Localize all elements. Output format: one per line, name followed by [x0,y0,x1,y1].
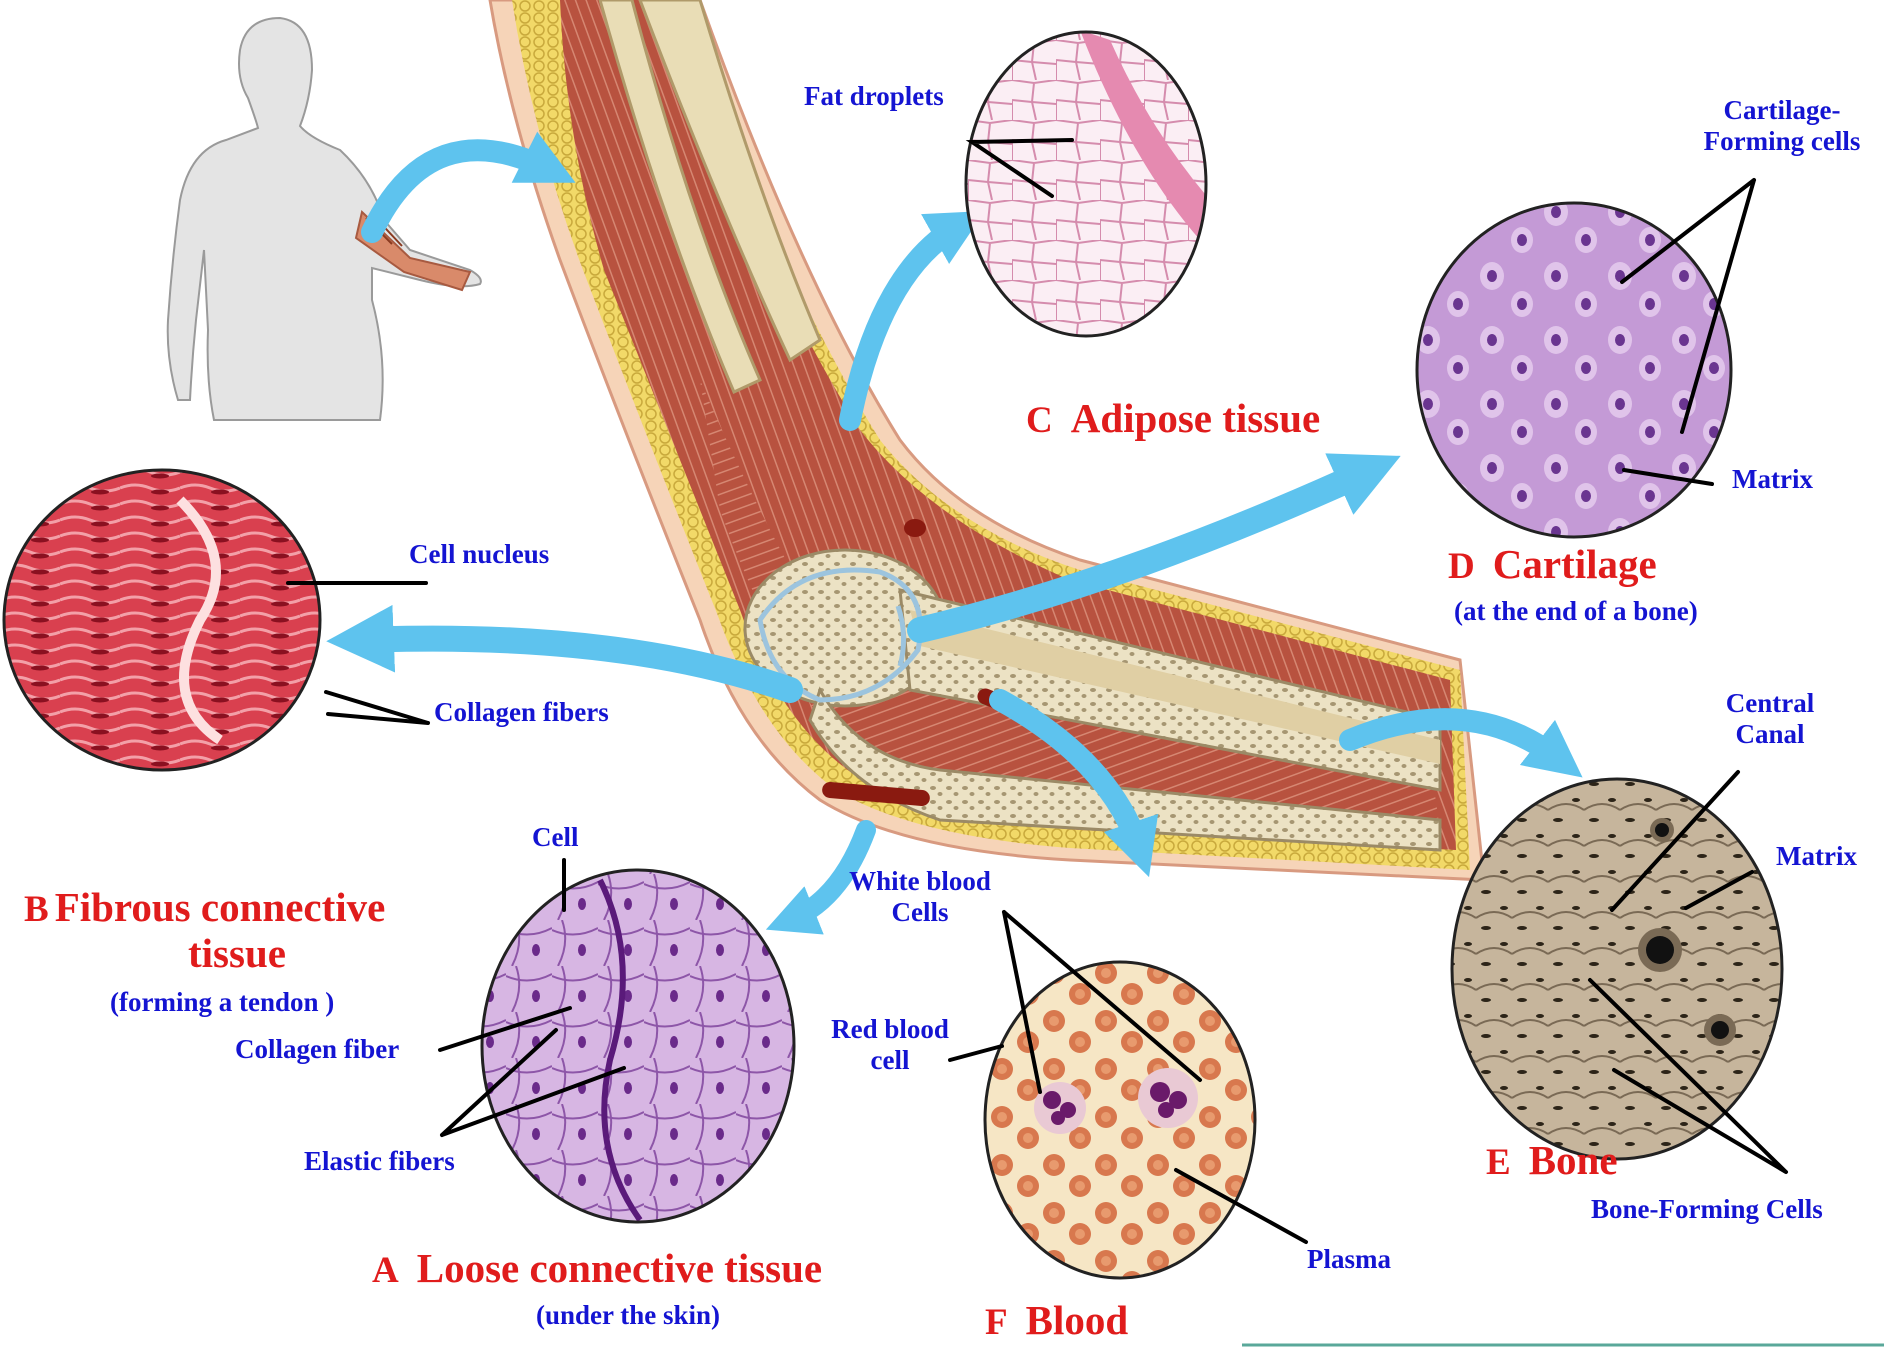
label-rbc-line2: cell [810,1045,970,1076]
title-loose-text: Loose connective tissue [417,1245,822,1291]
title-loose: A Loose connective tissue [372,1245,822,1294]
letter-d: D [1448,546,1475,587]
title-bone-text: Bone [1529,1137,1618,1183]
title-bone: E Bone [1486,1137,1618,1186]
micrograph-bone [1452,779,1782,1159]
title-fibrous-text: Fibrous connective [55,884,386,930]
title-cartilage: D Cartilage [1448,541,1657,590]
title-blood: F Blood [985,1297,1128,1346]
letter-c: C [1026,400,1053,441]
micrograph-fibrous [4,470,320,770]
title-fibrous-line2: tissue [188,930,286,976]
subtitle-fibrous: (forming a tendon ) [110,987,334,1017]
label-plasma: Plasma [1307,1244,1391,1275]
title-adipose-text: Adipose tissue [1071,395,1320,441]
subtitle-loose: (under the skin) [536,1300,720,1330]
label-cartilage-forming-line1: Cartilage- [1692,95,1872,126]
label-cell-nucleus: Cell nucleus [409,539,549,570]
letter-a: A [372,1250,399,1291]
micrograph-cartilage [1417,203,1731,537]
label-cartilage-matrix: Matrix [1732,464,1813,495]
label-central-canal-line1: Central [1680,688,1860,719]
label-collagen-fiber: Collagen fiber [235,1034,399,1065]
label-cartilage-forming-cells: Cartilage-Forming cells [1692,95,1872,157]
label-wbc-line2: Cells [830,897,1010,928]
label-bone-matrix: Matrix [1776,841,1857,872]
letter-f: F [985,1302,1008,1343]
label-cartilage-forming-line2: Forming cells [1692,126,1872,157]
micrograph-loose [482,870,794,1222]
label-central-canal-line2: Canal [1680,719,1860,750]
label-rbc-line1: Red blood [810,1014,970,1045]
letter-e: E [1486,1142,1511,1183]
title-blood-text: Blood [1026,1297,1129,1343]
title-cartilage-text: Cartilage [1493,541,1657,587]
label-bone-forming-cells: Bone-Forming Cells [1591,1194,1823,1225]
micrograph-adipose [966,30,1210,336]
title-adipose: C Adipose tissue [1026,395,1320,444]
label-collagen-fibers: Collagen fibers [434,697,609,728]
label-cell: Cell [532,822,579,853]
subtitle-cartilage: (at the end of a bone) [1454,596,1698,626]
label-fat-droplets: Fat droplets [804,81,944,112]
letter-b: B [24,889,49,930]
label-elastic-fibers: Elastic fibers [304,1146,455,1177]
label-wbc-line1: White blood [830,866,1010,897]
human-figure [168,18,481,420]
